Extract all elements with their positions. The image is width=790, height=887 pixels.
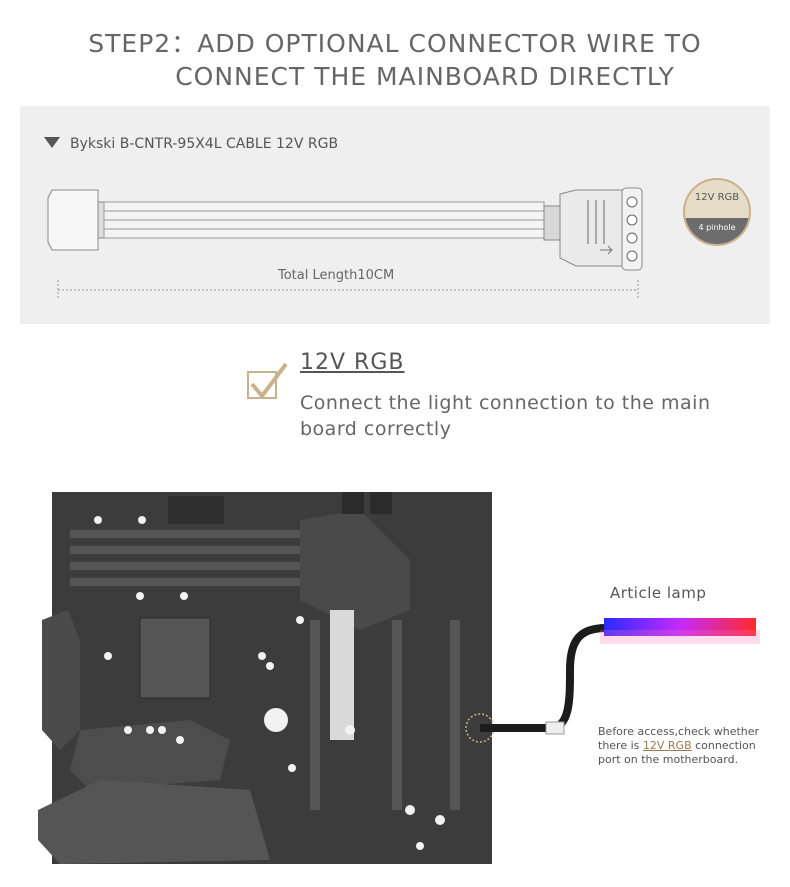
rgb-title: 12V RGB bbox=[300, 350, 405, 375]
cable-caption: Bykski B-CNTR-95X4L CABLE 12V RGB bbox=[70, 136, 339, 152]
checkmark-icon bbox=[247, 362, 288, 400]
note-highlight: 12V RGB bbox=[642, 739, 692, 752]
badge-bottom-text: 4 pinhole bbox=[685, 218, 749, 244]
lamp-cable-illustration bbox=[480, 618, 760, 735]
pinhole-badge: 12V RGB 4 pinhole bbox=[683, 178, 751, 246]
motherboard-illustration bbox=[38, 492, 495, 864]
note-before: Before access,check whether there is bbox=[598, 725, 760, 752]
cable-illustration bbox=[47, 187, 643, 298]
step-title-line-2: CONNECT THE MAINBOARD DIRECTLY bbox=[175, 62, 675, 91]
article-lamp-label: Article lamp bbox=[610, 584, 707, 602]
total-length-label: Total Length10CM bbox=[278, 268, 395, 283]
triangle-down-icon bbox=[44, 137, 60, 148]
rgb-description: Connect the light connection to the main… bbox=[300, 392, 711, 440]
note-after: connection port on the motherboard. bbox=[598, 739, 756, 766]
connection-note: Before access,check whether there is 12V… bbox=[598, 725, 778, 767]
step-title-line-1: STEP2：ADD OPTIONAL CONNECTOR WIRE TO bbox=[88, 29, 702, 58]
badge-top-text: 12V RGB bbox=[694, 192, 740, 203]
